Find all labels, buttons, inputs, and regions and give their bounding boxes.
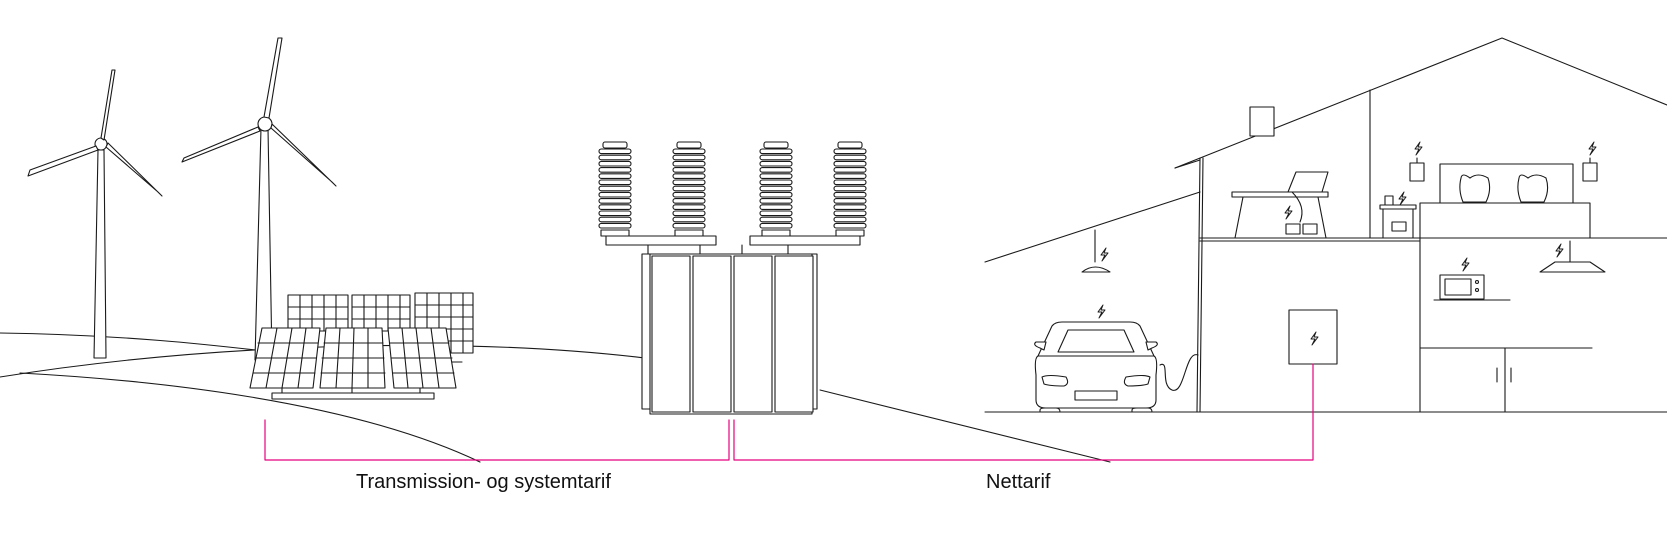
insulator-icon — [759, 141, 793, 237]
lightning-bolt-icon — [1555, 243, 1564, 258]
insulator-icon — [672, 141, 706, 237]
lightning-bolt-icon — [1414, 141, 1423, 156]
lightning-bolt-icon — [1097, 141, 1597, 346]
transmission-bracket — [264, 419, 730, 461]
landscape-hills — [0, 332, 1111, 463]
insulator-icon — [598, 141, 632, 237]
lightning-bolt-icon — [1100, 247, 1109, 262]
transformer-icon — [598, 141, 867, 415]
lightning-bolt-icon — [1310, 331, 1319, 346]
net-bracket — [733, 363, 1314, 461]
lightning-bolt-icon — [1588, 141, 1597, 156]
solar-panel-icon — [249, 292, 474, 400]
lightning-bolt-icon — [1097, 304, 1106, 319]
insulator-icon — [833, 141, 867, 237]
wind-turbine-icon — [27, 69, 163, 359]
tariff-brackets — [264, 363, 1314, 461]
transmission-tariff-label: Transmission- og systemtarif — [356, 471, 611, 493]
lightning-bolt-icon — [1461, 257, 1470, 272]
lightning-bolt-icon — [1398, 191, 1407, 206]
electric-car-icon — [1034, 321, 1158, 413]
lightning-bolt-icon — [1284, 205, 1293, 220]
net-tariff-label: Nettarif — [986, 471, 1051, 493]
